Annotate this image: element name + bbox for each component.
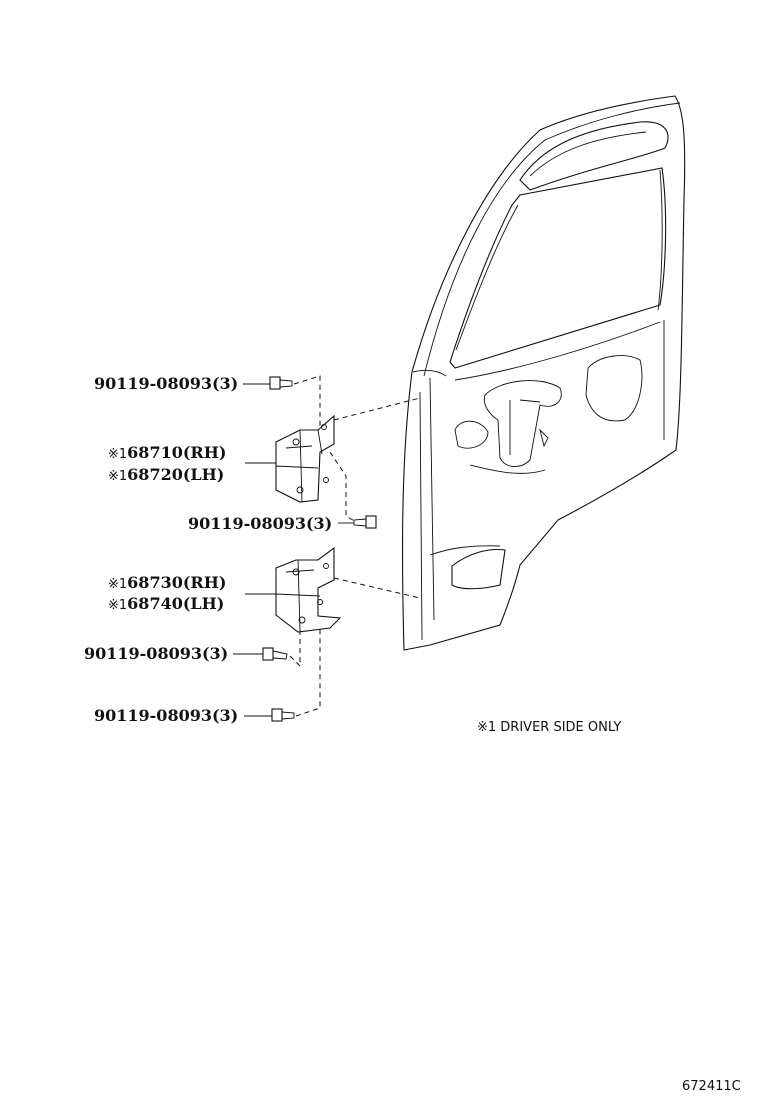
illustration-code: 672411C <box>682 1079 741 1094</box>
hinge-lower-rh-label: ※168730(RH) <box>108 573 227 592</box>
driver-only-marker: ※1 <box>108 598 128 613</box>
door-panel <box>401 95 686 651</box>
lower-hinge <box>275 546 342 633</box>
bolt-upper-label: 90119-08093(3) <box>94 374 239 393</box>
hinge-upper-rh-label: ※168710(RH) <box>108 443 227 462</box>
hinge-lower-lh-label: ※168740(LH) <box>108 594 225 613</box>
bolt-mid-icon <box>353 515 377 529</box>
bolt-lower-a-label: 90119-08093(3) <box>84 644 229 663</box>
bolt-lower-b-label: 90119-08093(3) <box>94 706 239 725</box>
hinge-upper-lh-label: ※168720(LH) <box>108 465 225 484</box>
bolt-lower-a-icon <box>262 647 288 661</box>
leader-lines <box>233 383 354 717</box>
bolt-lower-b-icon <box>271 708 295 722</box>
upper-hinge <box>275 414 335 503</box>
bolt-upper-icon <box>269 376 293 390</box>
driver-only-marker: ※1 <box>108 577 128 592</box>
driver-side-note: ※1 DRIVER SIDE ONLY <box>477 720 622 735</box>
driver-only-marker: ※1 <box>108 469 128 484</box>
driver-only-marker: ※1 <box>108 447 128 462</box>
assembly-guide-lines <box>289 375 421 717</box>
bolt-mid-label: 90119-08093(3) <box>188 514 333 533</box>
